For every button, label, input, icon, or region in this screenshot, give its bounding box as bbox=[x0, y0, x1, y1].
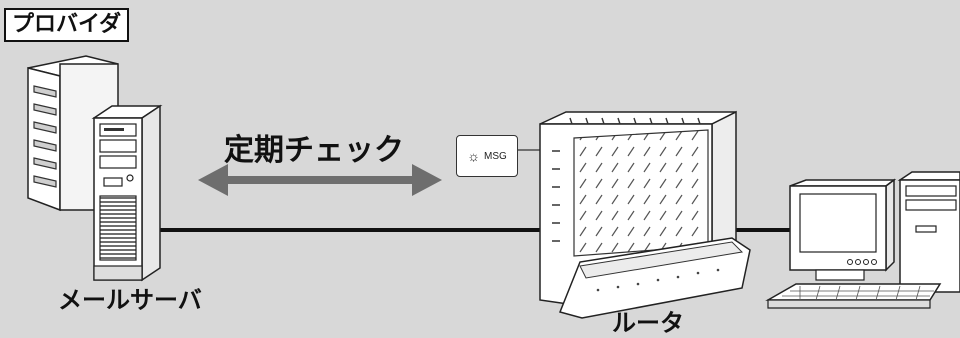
router-icon bbox=[540, 112, 750, 318]
msg-indicator-callout: ☼ MSG bbox=[456, 135, 518, 177]
periodic-check-label: 定期チェック bbox=[224, 136, 404, 166]
periodic-check-arrow bbox=[198, 164, 442, 196]
msg-indicator-label: MSG bbox=[484, 151, 507, 162]
mail-server-icon bbox=[28, 56, 160, 280]
pc-icon bbox=[768, 172, 960, 308]
provider-label: プロバイダ bbox=[4, 8, 129, 42]
sun-icon: ☼ bbox=[467, 149, 480, 163]
mail-server-label: メールサーバ bbox=[58, 288, 202, 312]
router-label: ルータ bbox=[612, 311, 684, 335]
